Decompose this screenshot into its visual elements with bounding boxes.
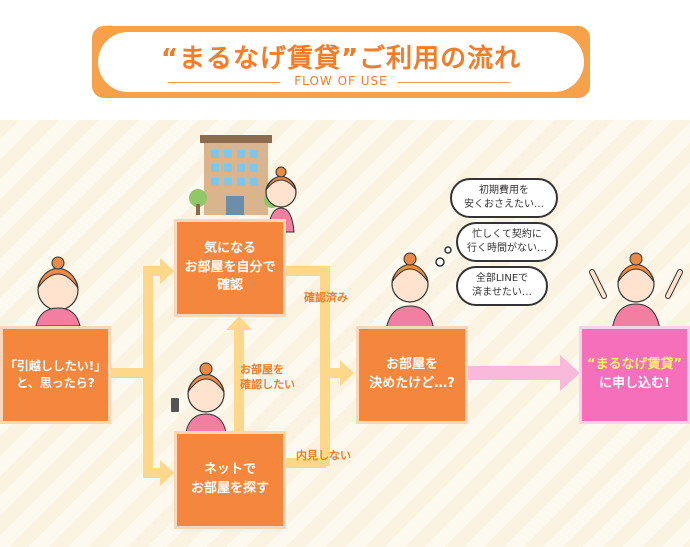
label-want-check: お部屋を 確認したい [240,363,295,392]
arrow-search-out [286,458,326,468]
step-apply-box: “まるなげ賃貸” に申し込む! [579,326,690,424]
thought-bubble-line: 全部LINEで 済ませたい… [456,266,548,306]
person-worried-illustration [385,252,435,331]
label-checked: 確認済み [304,291,348,304]
title-inner: “まるなげ賃貸”ご利用の流れ FLOW OF USE [98,32,584,92]
arrow-to-apply [466,366,564,380]
arrow-to-check-room [143,266,163,276]
person-start-illustration [35,256,81,327]
title-banner: “まるなげ賃貸”ご利用の流れ FLOW OF USE [92,26,590,98]
thought-dots [435,246,452,267]
label-no-viewing: 内見しない [296,449,351,462]
arrow-to-decided [320,368,344,378]
apply-service-name: “まるなげ賃貸” [586,357,683,373]
arrow-start-out [110,368,150,378]
arrow-to-search [143,468,163,478]
person-phone-illustration [171,362,227,433]
step-search-online-box: ネットで お部屋を探す [174,431,286,529]
arrow-search-to-check [234,326,244,432]
title-divider-left [168,82,280,83]
step-check-room-box: 気になる お部屋を自分で 確認 [174,219,286,317]
striped-background [0,120,690,547]
arrow-head-search [160,460,174,486]
arrow-check-out [286,266,326,276]
building-illustration [189,135,280,215]
arrow-head-up [226,316,252,330]
step-start-box: 「引越ししたい!」 と、思ったら? [0,326,111,424]
arrow-left-branch [143,266,153,478]
page-title: “まるなげ賃貸”ご利用の流れ [160,44,522,74]
arrow-head-check-room [160,258,174,284]
arrow-head-apply [560,355,580,391]
step-decided-box: お部屋を 決めたけど…? [356,326,468,424]
thought-bubble-busy: 忙しくて契約に 行く時間がない… [456,222,558,262]
thought-bubble-cost: 初期費用を 安くおさえたい… [450,178,558,218]
title-divider-right [398,82,510,83]
arrow-right-branch [320,266,330,466]
arrow-head-decided [340,360,354,386]
apply-action-text: に申し込む! [599,376,670,391]
person-happy-illustration [589,252,683,331]
page-subtitle: FLOW OF USE [294,74,388,88]
